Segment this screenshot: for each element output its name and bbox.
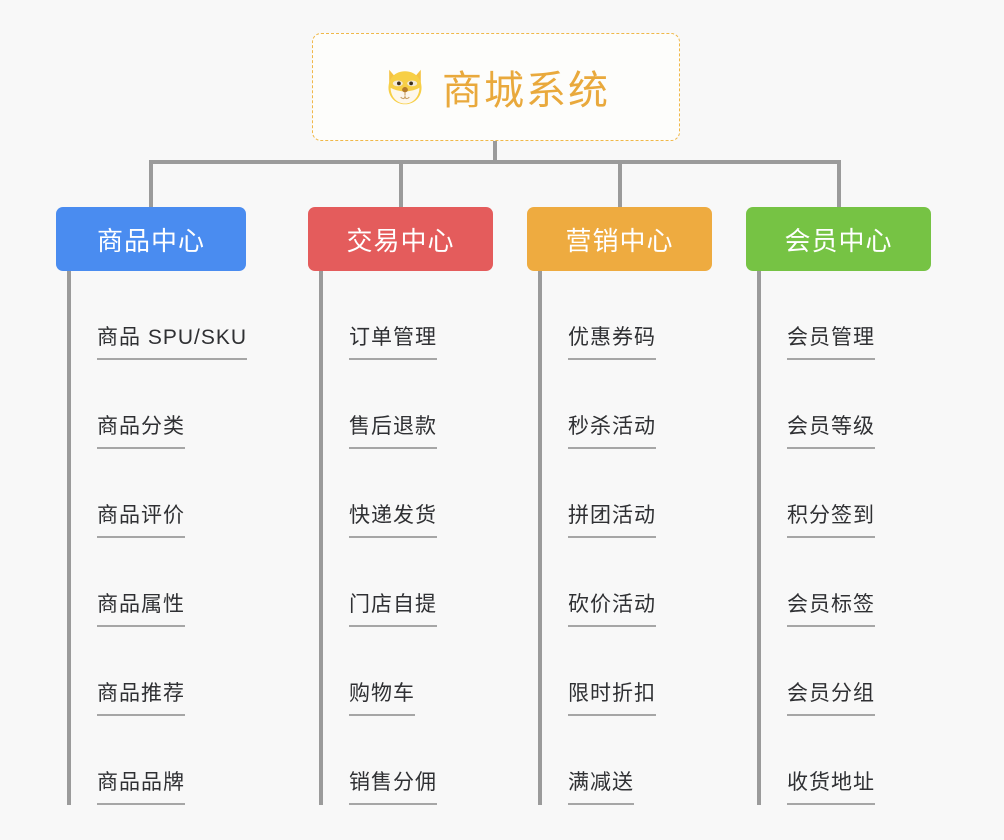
leaf-label: 销售分佣 bbox=[349, 766, 437, 805]
leaf-label: 收货地址 bbox=[787, 766, 875, 805]
branch-column-member: 会员中心 会员管理 会员等级 积分签到 会员标签 会员分组 收货地址 bbox=[746, 207, 931, 805]
branch-header-trade[interactable]: 交易中心 bbox=[308, 207, 493, 271]
branch-column-marketing: 营销中心 优惠券码 秒杀活动 拼团活动 砍价活动 限时折扣 满减送 bbox=[527, 207, 712, 805]
leaf-label: 快递发货 bbox=[349, 499, 437, 538]
leaf-item[interactable]: 收货地址 bbox=[761, 716, 931, 805]
leaf-item[interactable]: 快递发货 bbox=[323, 449, 493, 538]
leaf-label: 商品推荐 bbox=[97, 677, 185, 716]
leaf-item[interactable]: 优惠券码 bbox=[542, 271, 712, 360]
leaf-label: 商品品牌 bbox=[97, 766, 185, 805]
leaf-label: 秒杀活动 bbox=[568, 410, 656, 449]
connector-horizontal-bus bbox=[149, 160, 841, 164]
leaf-item[interactable]: 会员标签 bbox=[761, 538, 931, 627]
leaf-item[interactable]: 销售分佣 bbox=[323, 716, 493, 805]
branch-leaf-list-product: 商品 SPU/SKU 商品分类 商品评价 商品属性 商品推荐 商品品牌 bbox=[67, 271, 248, 805]
leaf-label: 会员管理 bbox=[787, 321, 875, 360]
leaf-label: 商品 SPU/SKU bbox=[97, 321, 248, 360]
leaf-label: 满减送 bbox=[568, 766, 634, 805]
branch-leaf-list-trade: 订单管理 售后退款 快递发货 门店自提 购物车 销售分佣 bbox=[319, 271, 493, 805]
leaf-label: 积分签到 bbox=[787, 499, 875, 538]
leaf-item[interactable]: 售后退款 bbox=[323, 360, 493, 449]
branch-header-marketing[interactable]: 营销中心 bbox=[527, 207, 712, 271]
leaf-item[interactable]: 商品品牌 bbox=[71, 716, 246, 805]
leaf-item[interactable]: 商品属性 bbox=[71, 538, 246, 627]
leaf-item[interactable]: 会员分组 bbox=[761, 627, 931, 716]
branch-header-product[interactable]: 商品中心 bbox=[56, 207, 246, 271]
leaf-label: 购物车 bbox=[349, 677, 415, 716]
branch-leaf-list-member: 会员管理 会员等级 积分签到 会员标签 会员分组 收货地址 bbox=[757, 271, 931, 805]
leaf-item[interactable]: 商品分类 bbox=[71, 360, 246, 449]
leaf-label: 会员等级 bbox=[787, 410, 875, 449]
branch-header-label: 商品中心 bbox=[96, 225, 205, 256]
leaf-item[interactable]: 商品 SPU/SKU bbox=[71, 271, 248, 360]
leaf-item[interactable]: 满减送 bbox=[542, 716, 712, 805]
branch-leaf-list-marketing: 优惠券码 秒杀活动 拼团活动 砍价活动 限时折扣 满减送 bbox=[538, 271, 712, 805]
leaf-item[interactable]: 订单管理 bbox=[323, 271, 493, 360]
leaf-item[interactable]: 拼团活动 bbox=[542, 449, 712, 538]
leaf-label: 会员标签 bbox=[787, 588, 875, 627]
leaf-label: 会员分组 bbox=[787, 677, 875, 716]
connector-branch-vertical-3 bbox=[837, 160, 841, 207]
root-title: 商城系统 bbox=[442, 69, 610, 113]
leaf-label: 砍价活动 bbox=[568, 588, 656, 627]
leaf-item[interactable]: 积分签到 bbox=[761, 449, 931, 538]
root-node[interactable]: 商城系统 bbox=[312, 33, 680, 141]
leaf-item[interactable]: 门店自提 bbox=[323, 538, 493, 627]
leaf-label: 优惠券码 bbox=[568, 321, 656, 360]
connector-branch-vertical-1 bbox=[399, 160, 403, 207]
leaf-item[interactable]: 砍价活动 bbox=[542, 538, 712, 627]
branch-header-label: 营销中心 bbox=[565, 225, 674, 256]
leaf-label: 门店自提 bbox=[349, 588, 437, 627]
leaf-label: 订单管理 bbox=[349, 321, 437, 360]
leaf-item[interactable]: 限时折扣 bbox=[542, 627, 712, 716]
leaf-label: 拼团活动 bbox=[568, 499, 656, 538]
leaf-label: 商品评价 bbox=[97, 499, 185, 538]
leaf-label: 售后退款 bbox=[349, 410, 437, 449]
leaf-item[interactable]: 购物车 bbox=[323, 627, 493, 716]
leaf-label: 限时折扣 bbox=[568, 677, 656, 716]
leaf-item[interactable]: 秒杀活动 bbox=[542, 360, 712, 449]
leaf-item[interactable]: 商品评价 bbox=[71, 449, 246, 538]
shiba-inu-dog-face-icon bbox=[382, 64, 428, 110]
branch-column-product: 商品中心 商品 SPU/SKU 商品分类 商品评价 商品属性 商品推荐 商品品牌 bbox=[56, 207, 248, 805]
branch-header-label: 会员中心 bbox=[784, 225, 893, 256]
branch-column-trade: 交易中心 订单管理 售后退款 快递发货 门店自提 购物车 销售分佣 bbox=[308, 207, 493, 805]
branch-header-label: 交易中心 bbox=[346, 225, 455, 256]
connector-root-vertical bbox=[493, 141, 497, 163]
connector-branch-vertical-2 bbox=[618, 160, 622, 207]
leaf-item[interactable]: 商品推荐 bbox=[71, 627, 246, 716]
leaf-item[interactable]: 会员等级 bbox=[761, 360, 931, 449]
leaf-label: 商品分类 bbox=[97, 410, 185, 449]
connector-branch-vertical-0 bbox=[149, 160, 153, 207]
leaf-item[interactable]: 会员管理 bbox=[761, 271, 931, 360]
branch-header-member[interactable]: 会员中心 bbox=[746, 207, 931, 271]
leaf-label: 商品属性 bbox=[97, 588, 185, 627]
